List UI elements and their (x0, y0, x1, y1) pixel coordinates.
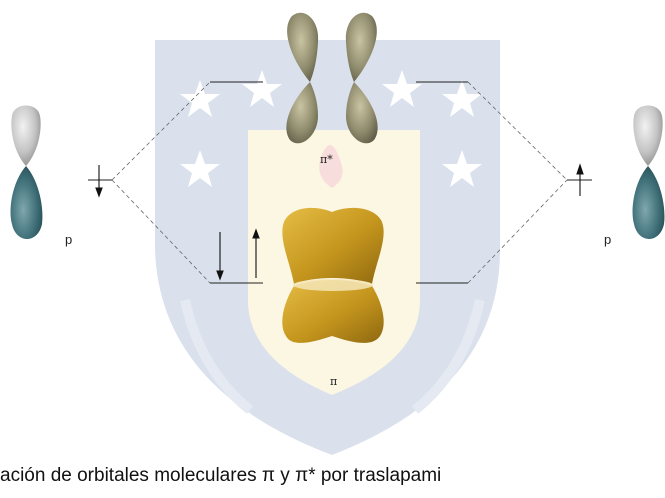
right-p-orbital (633, 106, 665, 240)
up-arrow-icon (577, 165, 583, 174)
right-p-label: p (604, 232, 611, 247)
bonding-label: π (330, 375, 337, 388)
antibonding-label: π* (320, 153, 333, 166)
down-arrow-icon (96, 188, 102, 196)
left-p-orbital (11, 106, 43, 240)
bonding-orbital (282, 208, 383, 343)
figure-caption: ación de orbitales moleculares π y π* po… (0, 464, 665, 488)
left-p-label: p (65, 232, 72, 247)
